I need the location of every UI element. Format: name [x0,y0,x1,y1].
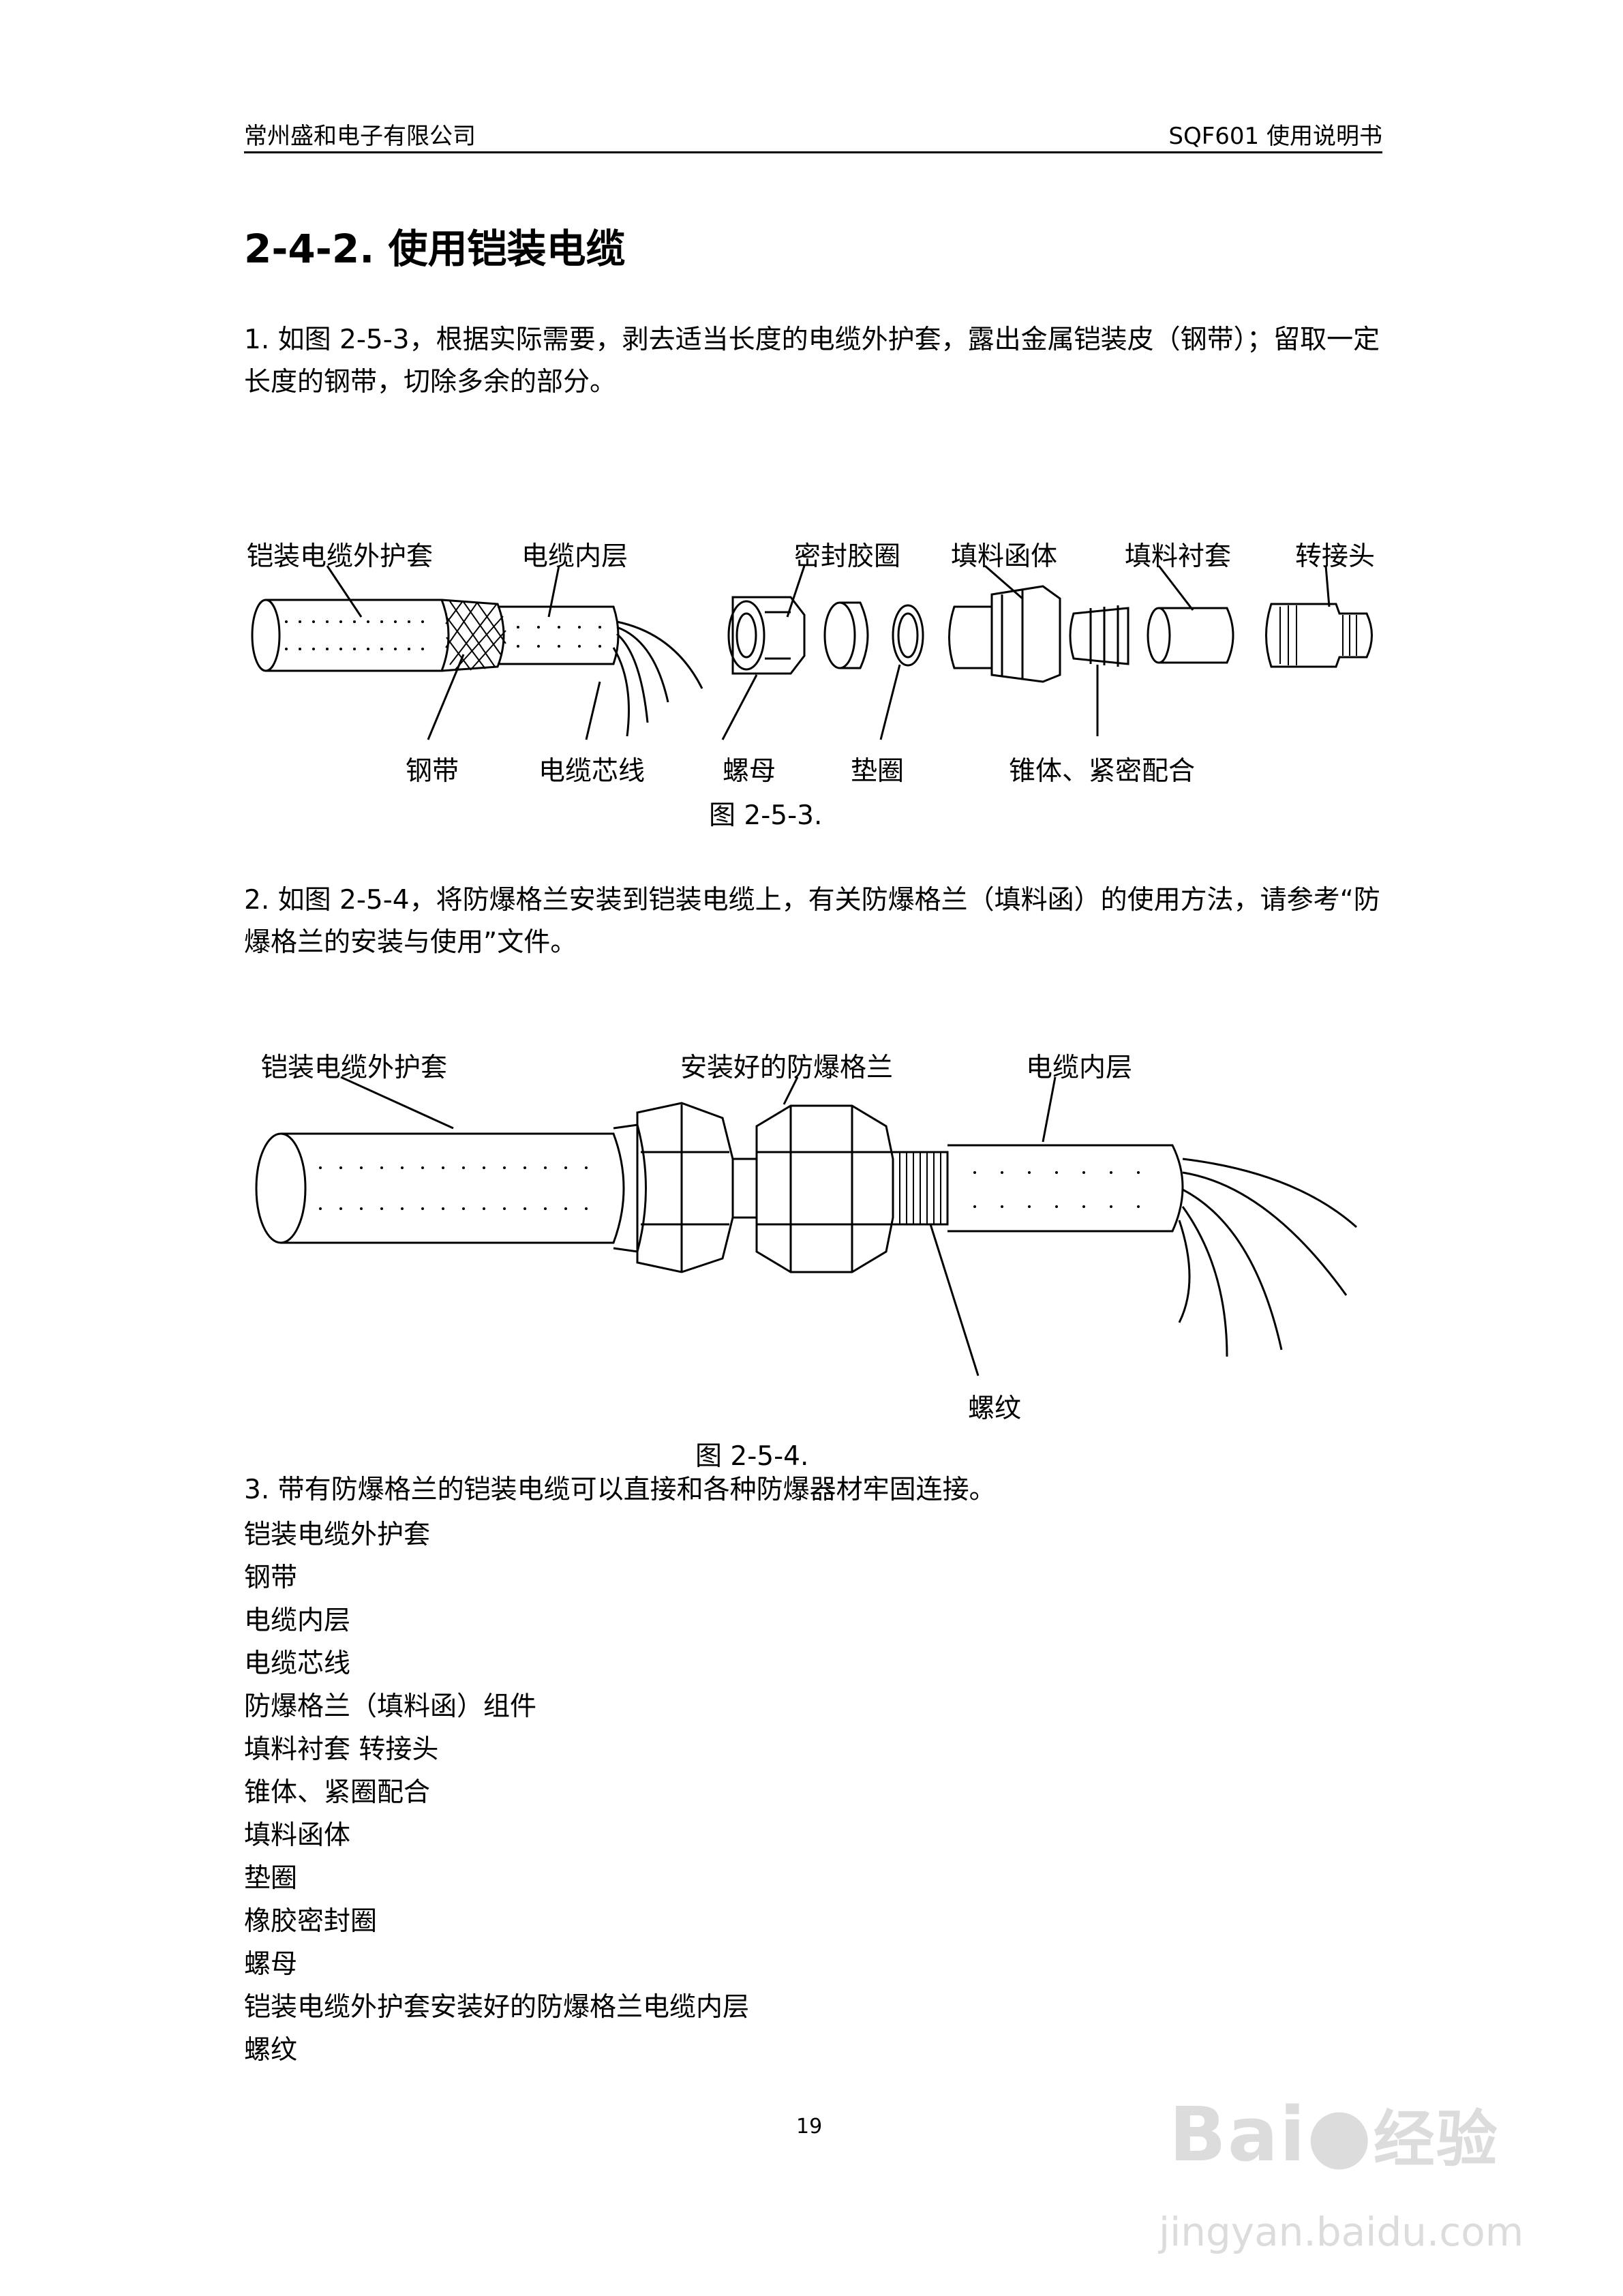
paragraph-1: 1. 如图 2-5-3，根据实际需要，剥去适当长度的电缆外护套，露出金属铠装皮（… [244,319,1382,404]
figure-2-5-3-caption: 图 2-5-3. [709,800,823,831]
label-core-wires: 电缆芯线 [539,756,646,787]
label-gland-body: 填料函体 [951,541,1058,572]
list-item: 填料衬套 转接头 [244,1734,439,1765]
paragraph-1-line1: 1. 如图 2-5-3，根据实际需要，剥去适当长度的电缆外护套，露出金属铠装皮（… [244,324,1380,355]
header-doc-title: SQF601 使用说明书 [1168,123,1382,150]
list-item: 填料函体 [244,1820,351,1851]
list-item: 电缆内层 [244,1605,351,1636]
label-thread: 螺纹 [968,1393,1022,1424]
label-nut: 螺母 [723,756,776,787]
list-item: 螺纹 [244,2035,298,2066]
list-item: 橡胶密封圈 [244,1906,378,1937]
label-steel-tape: 钢带 [406,756,459,787]
section-title: 2-4-2. 使用铠装电缆 [244,226,626,272]
paragraph-2: 2. 如图 2-5-4，将防爆格兰安装到铠装电缆上，有关防爆格兰（填料函）的使用… [244,879,1382,964]
list-item: 电缆芯线 [244,1648,351,1679]
paragraph-1-line2: 长度的钢带，切除多余的部分。 [244,367,617,397]
page-number: 19 [796,2115,823,2139]
figure-2-5-4-caption: 图 2-5-4. [695,1441,809,1472]
list-item: 铠装电缆外护套 [244,1520,431,1550]
list-item: 螺母 [244,1949,298,1980]
label-seal-ring: 密封胶圈 [794,541,901,572]
list-item: 钢带 [244,1562,298,1593]
paragraph-2-line1: 2. 如图 2-5-4，将防爆格兰安装到铠装电缆上，有关防爆格兰（填料函）的使用… [244,885,1380,916]
label-installed-gland: 安装好的防爆格兰 [680,1053,894,1083]
list-item: 垫圈 [244,1863,298,1894]
component-list: 铠装电缆外护套 钢带 电缆内层 电缆芯线 防爆格兰（填料函）组件 填料衬套 转接… [244,1513,749,2072]
label-washer: 垫圈 [851,756,905,787]
watermark-brand: Bai●经验 [1169,2089,1499,2178]
paw-icon: ● [1306,2091,1374,2178]
header-rule [244,151,1382,153]
label-armor-sheath-2: 铠装电缆外护套 [261,1053,448,1083]
list-item: 锥体、紧圈配合 [244,1777,431,1808]
header-company: 常州盛和电子有限公司 [244,123,476,150]
list-item: 铠装电缆外护套安装好的防爆格兰电缆内层 [244,1992,750,2023]
label-adapter: 转接头 [1295,541,1376,572]
watermark-brand-text: Bai [1169,2091,1307,2178]
watermark-url: jingyan.baidu.com [1159,2209,1524,2255]
label-bushing: 填料衬套 [1125,541,1232,572]
watermark-brand-cn: 经验 [1373,2104,1499,2175]
paragraph-2-line2: 爆格兰的安装与使用”文件。 [244,927,577,958]
paragraph-3: 3. 带有防爆格兰的铠装电缆可以直接和各种防爆器材牢固连接。 [244,1475,996,1505]
label-armor-sheath: 铠装电缆外护套 [247,541,434,572]
label-inner-layer-2: 电缆内层 [1026,1053,1133,1083]
label-cone-fit: 锥体、紧密配合 [1009,756,1196,787]
list-item: 防爆格兰（填料函）组件 [244,1691,537,1722]
label-inner-layer: 电缆内层 [521,541,628,572]
